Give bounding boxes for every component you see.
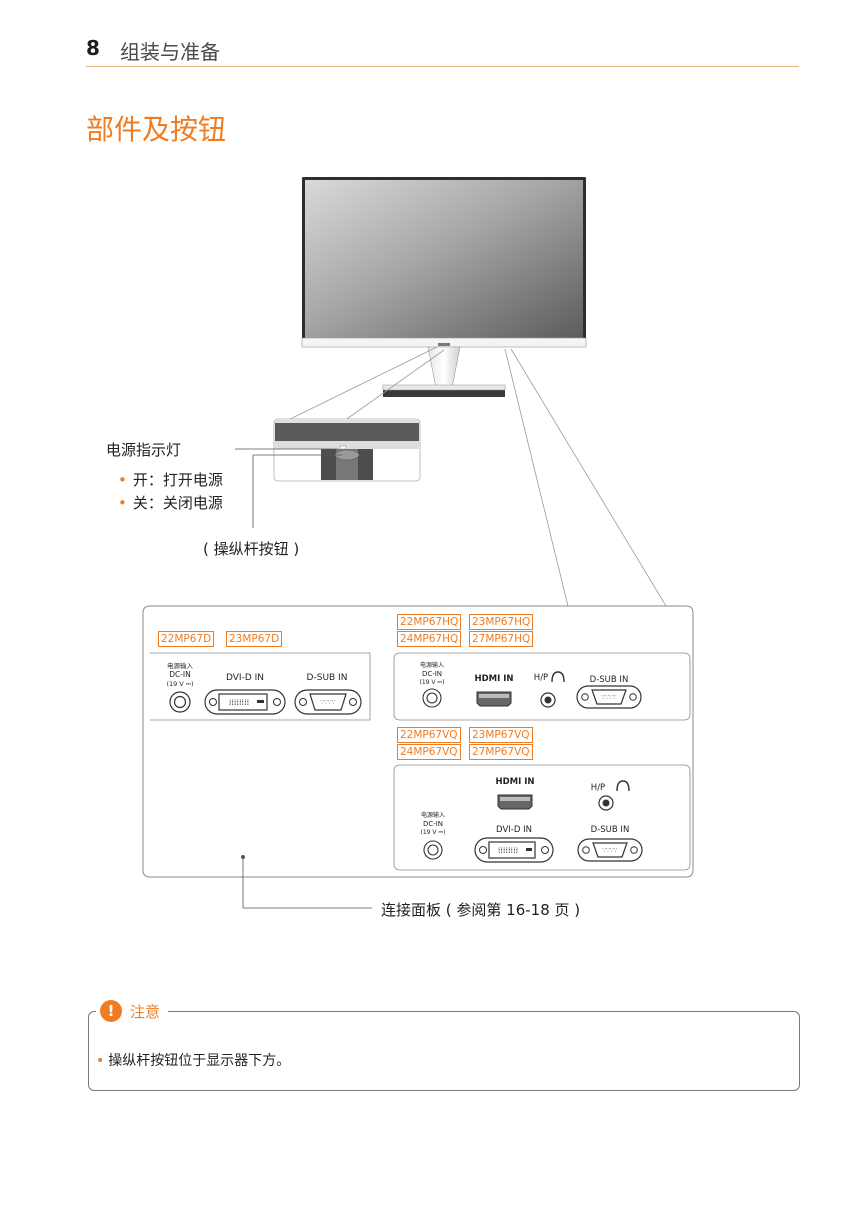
power-led-label: 电源指示灯 — [106, 441, 182, 459]
dsub-label: D-SUB IN — [590, 675, 629, 685]
note-text: 操纵杆按钮位于显示器下方。 — [108, 1053, 291, 1069]
hdmi-label: HDMI IN — [474, 674, 513, 684]
panel-d: 电源输入 DC-IN (19 V ⎓) DVI-D IN ⁞⁞⁞⁞⁞⁞⁞⁞ D-… — [150, 652, 371, 721]
svg-text:∵∵∵∵: ∵∵∵∵ — [602, 847, 617, 854]
model-tag: 24MP67VQ — [397, 744, 461, 760]
svg-text:电源输入: 电源输入 — [420, 661, 444, 669]
dsub-label: D-SUB IN — [307, 673, 348, 683]
svg-text:电源输入: 电源输入 — [421, 811, 445, 819]
model-tag: 23MP67D — [226, 631, 283, 647]
model-tag: 27MP67VQ — [469, 744, 533, 760]
dc-in-port — [423, 840, 443, 860]
dvi-label: DVI-D IN — [496, 825, 532, 835]
monitor — [301, 177, 587, 397]
dc-in-port — [422, 688, 442, 708]
note-box — [88, 1011, 800, 1091]
hdmi-label: HDMI IN — [495, 777, 534, 787]
dc-label: DC-IN — [169, 670, 191, 679]
headphone-icon — [616, 780, 630, 792]
svg-text:(19 V ⎓): (19 V ⎓) — [420, 829, 445, 836]
svg-text:(19 V ⎓): (19 V ⎓) — [419, 679, 444, 686]
dc-in-port — [169, 691, 191, 713]
joystick-label: ( 操纵杆按钮 ) — [203, 540, 300, 558]
connection-panel-label: 连接面板 ( 参阅第 16-18 页 ) — [381, 901, 581, 919]
note-title: 注意 — [130, 1002, 161, 1021]
power-off-item: •关：关闭电源 — [118, 494, 223, 512]
model-tag: 23MP67HQ — [469, 614, 534, 630]
header-divider — [86, 66, 799, 67]
model-tag: 24MP67HQ — [397, 631, 462, 647]
hp-label: H/P — [534, 673, 548, 683]
svg-text:⁞⁞⁞⁞⁞⁞⁞⁞: ⁞⁞⁞⁞⁞⁞⁞⁞ — [498, 846, 518, 855]
power-led-inset — [273, 418, 421, 482]
note-item: •操纵杆按钮位于显示器下方。 — [96, 1053, 291, 1069]
panel-hq: 电源输入 DC-IN (19 V ⎓) HDMI IN H/P D-SUB IN… — [393, 652, 691, 721]
panel-vq: HDMI IN H/P 电源输入 DC-IN (19 V ⎓) DVI-D IN… — [393, 764, 691, 871]
model-tag: 22MP67VQ — [397, 727, 461, 743]
svg-text:⁞⁞⁞⁞⁞⁞⁞⁞: ⁞⁞⁞⁞⁞⁞⁞⁞ — [229, 698, 249, 707]
power-on-item: •开：打开电源 — [118, 471, 223, 489]
hp-label: H/P — [591, 783, 605, 793]
model-tag: 22MP67D — [158, 631, 215, 647]
chapter-title: 组装与准备 — [120, 40, 220, 64]
model-tag: 27MP67HQ — [469, 631, 534, 647]
power-on-text: 开：打开电源 — [132, 471, 223, 489]
dc-voltage: (19 V ⎓) — [166, 680, 193, 688]
model-tag: 22MP67HQ — [397, 614, 462, 630]
svg-text:∵∵∵∵: ∵∵∵∵ — [320, 699, 335, 706]
dsub-label: D-SUB IN — [591, 825, 630, 835]
svg-text:∵∵∵∵: ∵∵∵∵ — [601, 694, 616, 701]
dvi-label: DVI-D IN — [226, 673, 264, 683]
section-title: 部件及按钮 — [86, 113, 227, 146]
model-tag: 23MP67VQ — [469, 727, 533, 743]
note-header: ! 注意 — [96, 1000, 169, 1022]
svg-text:DC-IN: DC-IN — [422, 670, 442, 678]
dc-label-cn: 电源输入 — [167, 661, 194, 670]
headphone-icon — [551, 671, 565, 683]
power-off-text: 关：关闭电源 — [132, 494, 223, 512]
exclamation-icon: ! — [100, 1000, 122, 1022]
svg-text:DC-IN: DC-IN — [423, 820, 443, 828]
page-number: 8 — [86, 36, 100, 60]
